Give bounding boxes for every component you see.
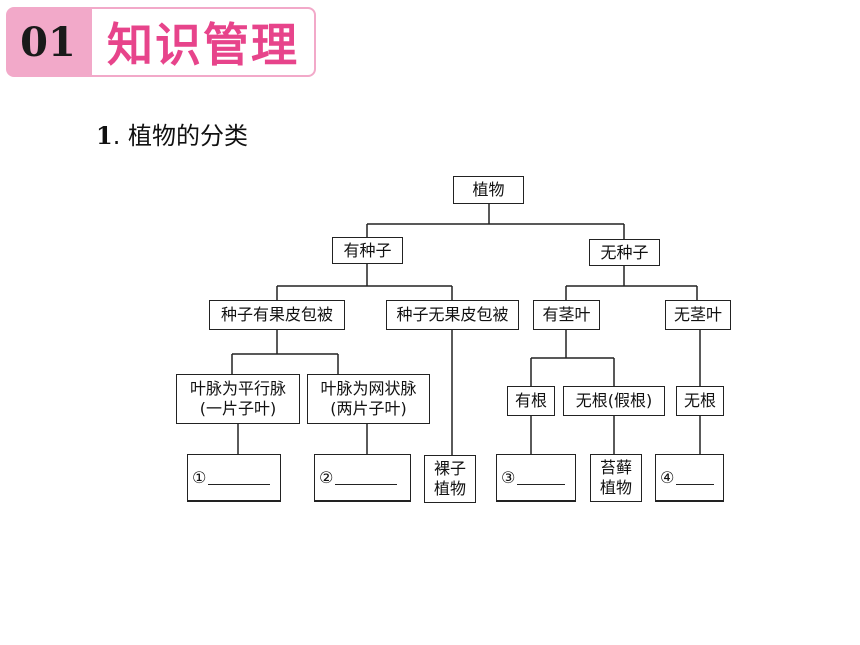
connector-root [366,204,625,239]
connector-angio [231,330,339,374]
node-net-veins-line1: 叶脉为网状脉 [320,379,417,398]
node-without-seeds: 无种子 [589,239,660,266]
node-false-root: 无根(假根) [563,386,665,416]
blank-3-line [517,470,566,485]
answer-blank-2[interactable]: ② [314,454,411,502]
header-title: 知识管理 [90,7,316,77]
blank-1-line [208,470,271,485]
blank-2-line [335,470,398,485]
answer-blank-3[interactable]: ③ [496,454,576,502]
node-with-stem-leaf: 有茎叶 [533,300,600,330]
section-header-badge: 01 知识管理 [6,7,316,77]
blank-1-marker: ① [192,467,207,487]
blank-2-marker: ② [319,467,334,487]
connector-noseed [565,266,698,300]
node-parallel-veins: 叶脉为平行脉 (一片子叶) [176,374,300,424]
node-no-root: 无根 [676,386,724,416]
blank-3-marker: ③ [501,467,516,487]
answer-blank-4[interactable]: ④ [655,454,724,502]
node-gymnosperms: 裸子 植物 [424,455,476,503]
node-parallel-veins-line2: (一片子叶) [199,399,277,418]
blank-4-line [676,470,715,485]
section-title: 植物的分类 [127,122,248,150]
section-dot: . [112,122,121,150]
node-net-veins: 叶脉为网状脉 (两片子叶) [307,374,430,424]
node-with-seeds: 有种子 [332,237,403,264]
section-heading: 1. 植物的分类 [96,116,248,151]
header-number: 01 [6,7,90,77]
connector-stemleaf [530,330,615,386]
node-gymnosperms-line2: 植物 [433,479,466,498]
blank-4-marker: ④ [660,467,675,487]
section-number: 1 [96,121,113,150]
node-has-root: 有根 [507,386,555,416]
node-without-stem-leaf: 无茎叶 [665,300,731,330]
node-mosses-line1: 苔藓 [599,458,632,477]
connector-seed [276,264,453,300]
answer-blank-1[interactable]: ① [187,454,281,502]
node-parallel-veins-line1: 叶脉为平行脉 [189,379,286,398]
node-seeds-covered: 种子有果皮包被 [209,300,345,330]
node-mosses-line2: 植物 [599,478,632,497]
node-seeds-uncovered: 种子无果皮包被 [386,300,519,330]
node-gymnosperms-line1: 裸子 [433,459,466,478]
node-net-veins-line2: (两片子叶) [330,399,407,418]
node-root-plants: 植物 [453,176,524,204]
node-mosses: 苔藓 植物 [590,454,642,502]
